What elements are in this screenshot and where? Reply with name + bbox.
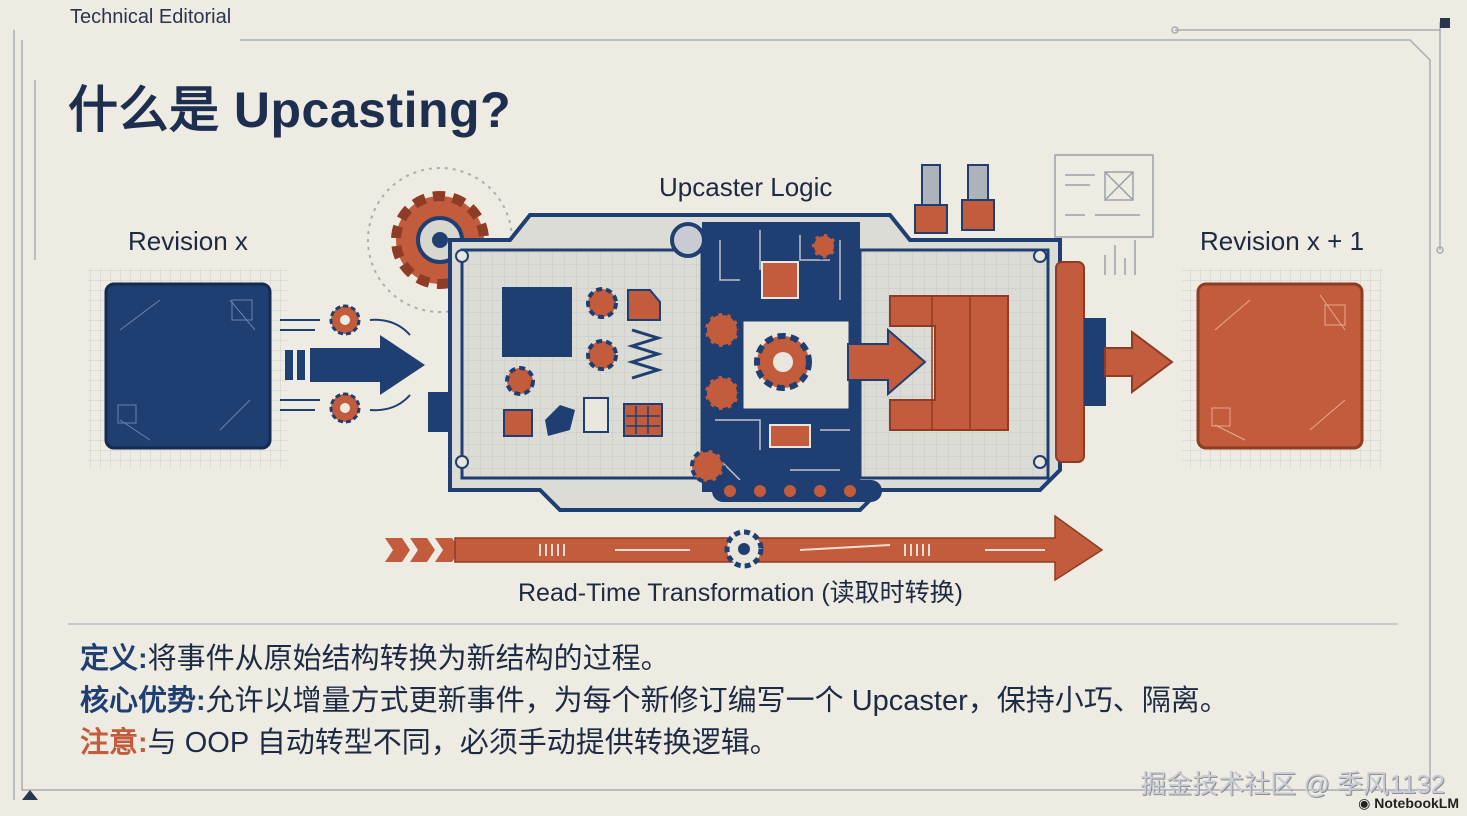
frame-border bbox=[13, 22, 1444, 800]
chart-doodle bbox=[1054, 154, 1154, 275]
revision-x-block bbox=[88, 268, 288, 468]
revision-x-label: Revision x bbox=[128, 226, 248, 256]
bullet-text: 与 OOP 自动转型不同，必须手动提供转换逻辑。 bbox=[147, 727, 779, 759]
revision-x1-block bbox=[1182, 268, 1382, 468]
bullet-text: 允许以增量方式更新事件，为每个新修订编写一个 Upcaster，保持小巧、隔离。 bbox=[205, 685, 1229, 717]
output-arrow bbox=[1104, 330, 1174, 394]
bullet-text: 将事件从原始结构转换为新结构的过程。 bbox=[147, 643, 670, 675]
corner-marker-bl bbox=[22, 790, 38, 800]
bullet-definition: 定义:将事件从原始结构转换为新结构的过程。 bbox=[80, 638, 1229, 680]
bullet-note: 注意:与 OOP 自动转型不同，必须手动提供转换逻辑。 bbox=[80, 722, 1229, 764]
revision-x1-label: Revision x + 1 bbox=[1200, 226, 1365, 256]
corner-marker bbox=[1440, 18, 1450, 28]
machine-body bbox=[428, 164, 1106, 512]
bullet-advantage: 核心优势:允许以增量方式更新事件，为每个新修订编写一个 Upcaster，保持小… bbox=[80, 680, 1229, 722]
timeline-arrow bbox=[385, 514, 1104, 582]
page-title: 什么是 Upcasting? bbox=[68, 82, 512, 138]
watermark: 掘金技术社区 @ 季风1132 bbox=[1140, 769, 1445, 799]
bullet-list: 定义:将事件从原始结构转换为新结构的过程。 核心优势:允许以增量方式更新事件，为… bbox=[80, 638, 1229, 764]
brand-text: NotebookLM bbox=[1374, 795, 1459, 811]
brand-label: ◉ NotebookLM bbox=[1358, 795, 1459, 812]
bullet-key: 注意: bbox=[80, 727, 148, 759]
bullet-key: 定义: bbox=[80, 643, 148, 675]
upcaster-logic-label: Upcaster Logic bbox=[659, 172, 833, 202]
input-arrows bbox=[280, 304, 425, 424]
brand-icon: ◉ bbox=[1358, 795, 1375, 811]
timeline-label: Read-Time Transformation (读取时转换) bbox=[518, 579, 963, 607]
bullet-key: 核心优势: bbox=[80, 685, 206, 717]
header-label: Technical Editorial bbox=[70, 6, 232, 28]
